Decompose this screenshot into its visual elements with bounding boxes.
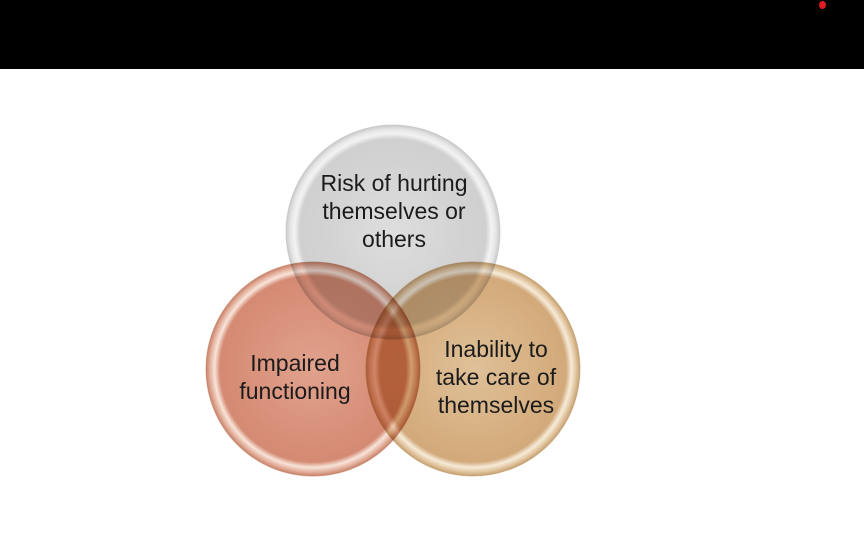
top-letterbox-bar xyxy=(0,0,864,69)
venn-circle-impaired xyxy=(205,261,421,477)
record-dot-icon xyxy=(819,1,826,9)
